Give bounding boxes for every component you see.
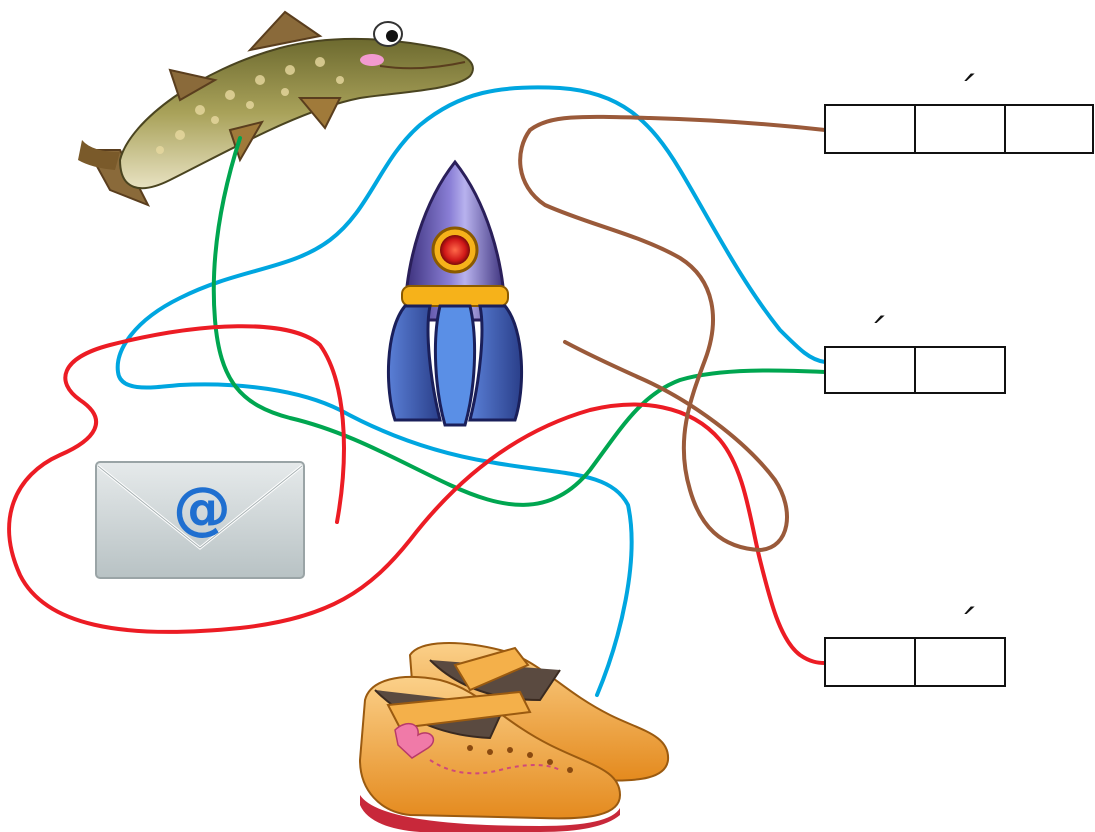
connection-lines <box>7 85 827 697</box>
blue-line[interactable] <box>115 85 827 697</box>
word-box-2[interactable]: ´ <box>824 312 1006 394</box>
at-sign: @ <box>173 474 231 542</box>
stress-mark: ´ <box>954 70 975 116</box>
word-box-3[interactable]: ´ <box>824 603 1006 687</box>
red-line[interactable] <box>7 324 827 665</box>
brown-line[interactable] <box>518 114 827 552</box>
stress-mark: ´ <box>954 603 975 649</box>
letter-cell[interactable] <box>824 637 916 687</box>
word-box-1[interactable]: ´ <box>824 70 1094 154</box>
email-envelope-picture: @ <box>95 461 305 579</box>
letter-cell[interactable] <box>824 104 916 154</box>
letter-cell[interactable] <box>914 346 1006 394</box>
pike-fish-picture <box>78 10 474 207</box>
rocket-picture <box>386 159 524 427</box>
letter-cell[interactable] <box>914 637 1006 687</box>
green-line[interactable] <box>211 136 827 507</box>
shoes-picture <box>358 642 670 832</box>
stress-mark: ´ <box>864 312 885 358</box>
letter-cell[interactable] <box>1004 104 1094 154</box>
letter-cell[interactable] <box>824 346 916 394</box>
